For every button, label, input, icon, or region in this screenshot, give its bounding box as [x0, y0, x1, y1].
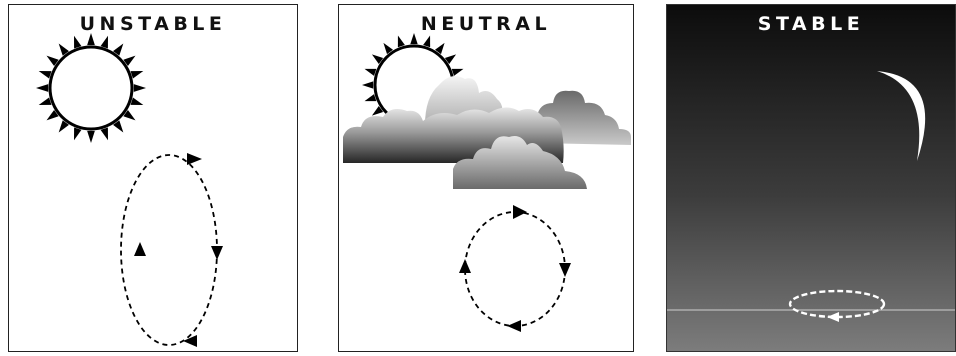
medium-circulation-loop — [459, 205, 571, 332]
unstable-illustration — [9, 5, 298, 352]
arrow-up-icon — [459, 259, 471, 273]
sun-ray — [74, 36, 81, 49]
sun-ray — [410, 33, 417, 44]
arrow-left-icon — [827, 312, 839, 322]
arrow-left-icon — [183, 335, 197, 347]
sun-ray — [36, 84, 48, 92]
sun-ray — [39, 98, 52, 105]
arrow-down-icon — [559, 263, 571, 277]
neutral-illustration — [339, 5, 634, 352]
stable-illustration — [667, 5, 956, 352]
sun-ray — [39, 71, 52, 78]
moon-icon — [877, 71, 925, 161]
arrow-down-icon — [211, 246, 223, 260]
sun-icon — [36, 33, 146, 143]
sun-ray — [365, 69, 377, 76]
large-circulation-loop — [121, 153, 223, 347]
panel-unstable: UNSTABLE — [8, 4, 298, 352]
arrow-right-icon — [513, 205, 527, 219]
arrow-right-icon — [187, 153, 202, 165]
sun-ray — [452, 69, 464, 76]
sun-ray — [101, 128, 108, 141]
sun-ray — [87, 131, 95, 143]
sun-ray — [134, 84, 146, 92]
sun-ray — [131, 98, 144, 105]
sun-ray — [398, 36, 405, 48]
panel-stable: STABLE — [666, 4, 956, 352]
sun-ray — [131, 71, 144, 78]
arrow-left-icon — [507, 320, 521, 332]
sun-ray — [74, 128, 81, 141]
sun-ray — [87, 33, 95, 45]
sun-ray — [423, 36, 430, 48]
sun-ray — [365, 94, 377, 101]
sun-ray — [101, 36, 108, 49]
panel-neutral: NEUTRAL — [338, 4, 634, 352]
sun-ray — [362, 81, 373, 88]
shallow-circulation-loop — [790, 291, 884, 322]
arrow-up-icon — [134, 242, 146, 256]
